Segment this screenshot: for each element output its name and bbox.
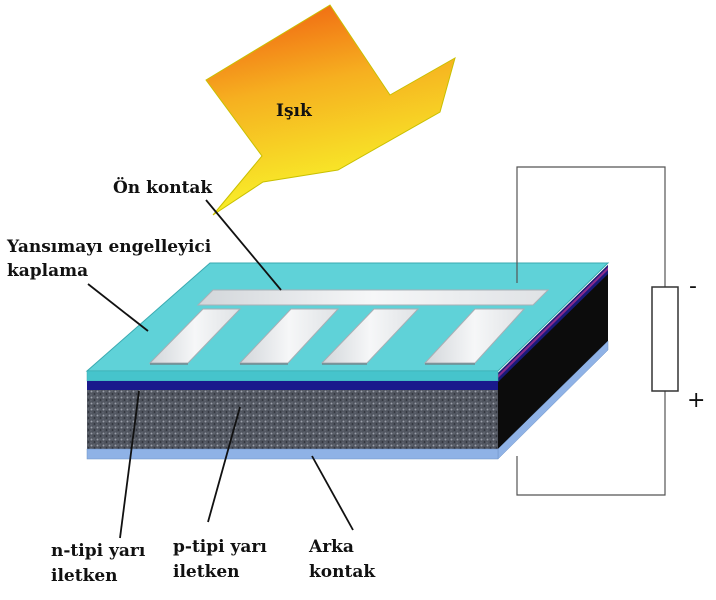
contact-finger	[423, 308, 526, 364]
antireflective-label-line2: kaplama	[7, 261, 88, 281]
light-arrow	[205, 4, 456, 216]
contact-finger	[238, 308, 340, 364]
circuit-wire	[516, 166, 666, 287]
n-type-layer	[87, 381, 498, 390]
front-contact-label: Ön kontak	[113, 177, 213, 198]
p-type-label-line2: iletken	[173, 562, 240, 582]
contact-finger	[320, 308, 420, 364]
circuit-wire	[516, 391, 666, 496]
cell-right-side-magenta-line	[498, 267, 608, 378]
back-contact-pointer	[311, 455, 354, 531]
back-contact-layer	[86, 448, 499, 460]
p-type-layer	[87, 390, 498, 449]
back-contact-label-line2: kontak	[309, 562, 376, 582]
n-type-pointer	[119, 390, 140, 539]
minus-sign: -	[689, 274, 697, 299]
antireflective-coating-front	[86, 370, 499, 382]
plus-sign: +	[687, 388, 705, 413]
front-contact-pointer	[205, 199, 282, 291]
resistor-icon	[651, 286, 679, 392]
n-type-label-line1: n-tipi yarı	[51, 541, 146, 561]
cell-right-side	[498, 265, 608, 456]
n-type-label-line2: iletken	[51, 566, 118, 586]
back-contact-label-line1: Arka	[308, 537, 354, 557]
front-contact-busbar	[196, 289, 550, 306]
p-type-pointer	[207, 406, 241, 523]
p-type-label-line1: p-tipi yarı	[173, 537, 267, 557]
contact-finger	[148, 308, 242, 364]
antireflective-label-line1: Yansımayı engelleyici	[6, 237, 212, 257]
light-label: Işık	[276, 101, 313, 121]
coating-pointer	[87, 283, 149, 332]
